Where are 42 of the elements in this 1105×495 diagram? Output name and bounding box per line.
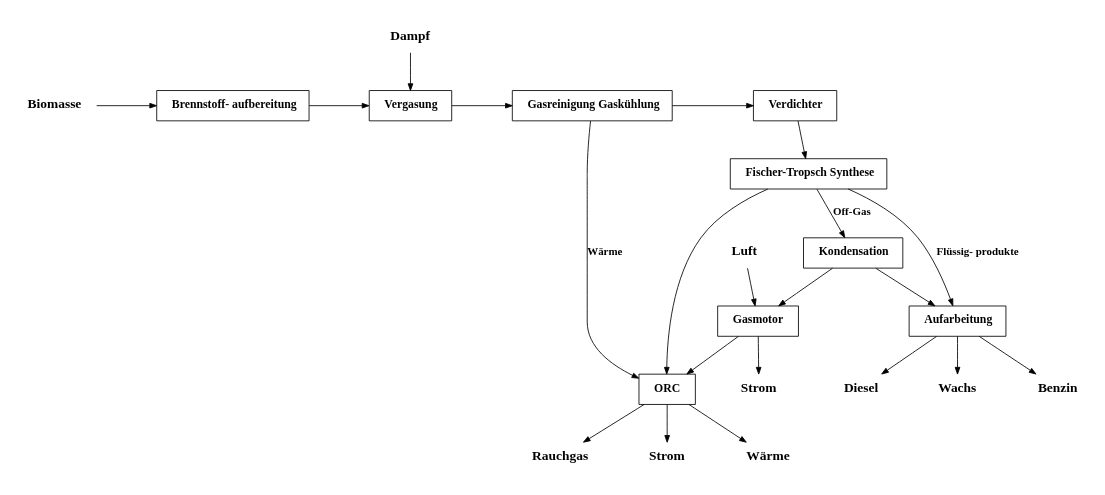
arrow bbox=[747, 267, 757, 307]
arrow bbox=[755, 336, 762, 375]
edge-label: Off-Gas bbox=[832, 205, 871, 218]
node-box: Gasreinigung Gaskühlung bbox=[511, 90, 673, 122]
arrow bbox=[797, 120, 808, 160]
arrow bbox=[664, 404, 670, 443]
arrow bbox=[688, 404, 747, 443]
arrow bbox=[881, 336, 937, 375]
node-box: Kondensation bbox=[803, 237, 904, 269]
arrow bbox=[978, 336, 1037, 375]
arrow bbox=[954, 336, 961, 375]
node-text: Rauchgas bbox=[532, 447, 589, 463]
node-box: Gasmotor bbox=[717, 305, 799, 337]
node-box: Fischer-Tropsch Synthese bbox=[729, 158, 888, 190]
arrow bbox=[664, 188, 769, 375]
node-box: Aufarbeitung bbox=[908, 305, 1007, 337]
node-text: Strom bbox=[649, 447, 685, 463]
arrow bbox=[407, 52, 414, 91]
arrow bbox=[686, 336, 739, 375]
arrow bbox=[875, 267, 936, 307]
edge-label: Flüssig- produkte bbox=[936, 244, 1019, 257]
arrow bbox=[451, 102, 513, 109]
arrow bbox=[96, 102, 157, 109]
node-text: Benzin bbox=[1037, 379, 1078, 395]
arrow bbox=[778, 267, 833, 307]
arrow bbox=[816, 188, 846, 239]
node-box: Verdichter bbox=[753, 90, 838, 122]
arrow bbox=[308, 102, 370, 109]
node-text: Diesel bbox=[843, 379, 879, 395]
node-text: Luft bbox=[731, 243, 757, 259]
node-text: Biomasse bbox=[27, 96, 82, 112]
arrow bbox=[671, 102, 754, 109]
arrow bbox=[847, 188, 954, 307]
node-text: Strom bbox=[740, 379, 777, 395]
arrow bbox=[583, 404, 645, 443]
arrow bbox=[586, 120, 640, 379]
node-text: Dampf bbox=[390, 27, 430, 43]
node-box: ORC bbox=[638, 373, 696, 405]
node-box: Brennstoff- aufbereitung bbox=[156, 90, 310, 122]
node-text: Wachs bbox=[938, 379, 977, 395]
node-box: Vergasung bbox=[368, 90, 453, 122]
node-text: Wärme bbox=[746, 447, 790, 463]
